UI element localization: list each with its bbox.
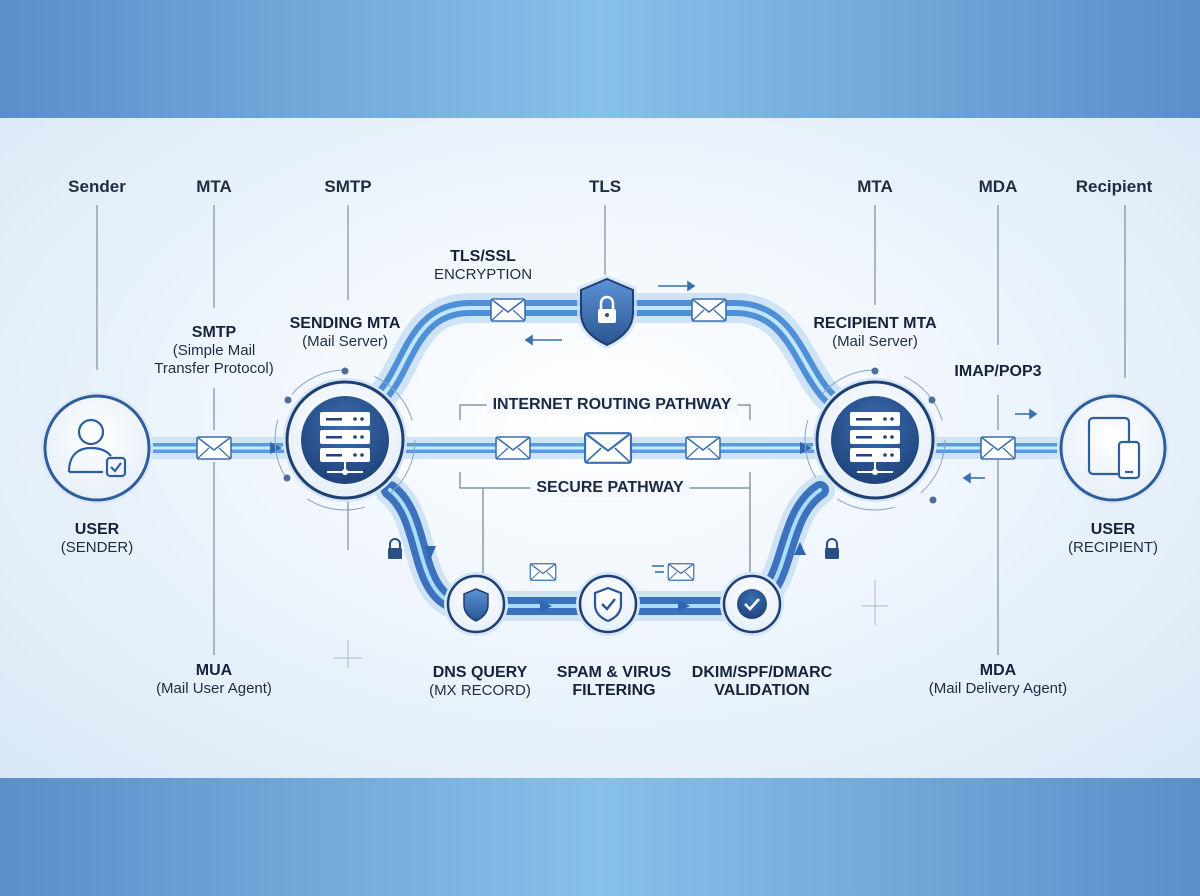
dkim-line2: VALIDATION xyxy=(714,682,810,700)
envelope-icon xyxy=(691,298,727,322)
shield-check-icon xyxy=(593,586,623,623)
tablet-phone-icon xyxy=(1087,416,1141,480)
smtp-title: SMTP xyxy=(191,324,237,341)
dns-query-title: DNS QUERY xyxy=(432,664,528,681)
user-sender-title: USER xyxy=(74,521,120,538)
envelope-icon xyxy=(685,436,721,460)
column-header-mta: MTA xyxy=(196,177,232,196)
sending-mta-label: SENDING MTA (Mail Server) xyxy=(290,315,401,351)
mua-label: MUA (Mail User Agent) xyxy=(156,662,272,698)
top-band xyxy=(0,0,1200,118)
bottom-band xyxy=(0,778,1200,896)
shield-lock-icon xyxy=(577,275,637,349)
smtp-description: SMTP (Simple Mail Transfer Protocol) xyxy=(154,324,273,377)
envelope-icon xyxy=(583,432,633,464)
mda-title: MDA xyxy=(979,662,1017,679)
recipient-mta-label: RECIPIENT MTA (Mail Server) xyxy=(813,315,936,351)
tls-ssl-subtitle: ENCRYPTION xyxy=(433,266,533,284)
spam-filter-node xyxy=(576,572,640,636)
column-header-mta: MTA xyxy=(857,177,893,196)
sending-mta-subtitle: (Mail Server) xyxy=(302,333,388,351)
recipient-mta-title: RECIPIENT MTA xyxy=(813,315,937,332)
user-icon xyxy=(67,418,127,478)
spam-filter-line1: SPAM & VIRUS xyxy=(556,664,672,681)
padlock-icon xyxy=(387,538,403,560)
dkim-validation-node xyxy=(720,572,784,636)
user-recipient-label: USER (RECIPIENT) xyxy=(1068,521,1158,557)
mda-label: MDA (Mail Delivery Agent) xyxy=(929,662,1067,698)
dkim-line1: DKIM/SPF/DMARC xyxy=(691,664,833,681)
envelope-icon xyxy=(980,436,1016,460)
sending-mta-node xyxy=(274,367,416,511)
recipient-mta-subtitle: (Mail Server) xyxy=(832,333,918,351)
sending-mta-title: SENDING MTA xyxy=(289,315,401,332)
tls-ssl-title: TLS/SSL xyxy=(450,248,516,265)
smtp-line1: (Simple Mail xyxy=(172,342,256,360)
mda-subtitle: (Mail Delivery Agent) xyxy=(928,680,1068,698)
column-header-mda: MDA xyxy=(978,177,1018,196)
column-header-recipient: Recipient xyxy=(1075,177,1153,196)
check-badge-icon xyxy=(737,589,767,619)
tls-ssl-label: TLS/SSL ENCRYPTION xyxy=(434,248,532,284)
internet-routing-label: INTERNET ROUTING PATHWAY xyxy=(486,396,738,415)
user-sender-node xyxy=(41,392,153,504)
envelope-icon xyxy=(490,298,526,322)
user-recipient-subtitle: (RECIPIENT) xyxy=(1068,539,1158,557)
user-recipient-title: USER xyxy=(1090,521,1136,538)
shield-icon xyxy=(463,588,489,622)
dns-query-label: DNS QUERY (MX RECORD) xyxy=(429,664,531,700)
server-icon xyxy=(850,412,900,475)
imap-pop3-label: IMAP/POP3 xyxy=(954,363,1042,380)
envelope-icon xyxy=(196,436,232,460)
envelope-icon xyxy=(495,436,531,460)
dns-query-subtitle: (MX RECORD) xyxy=(429,682,531,700)
recipient-mta-node xyxy=(804,367,946,511)
user-sender-subtitle: (SENDER) xyxy=(60,539,134,557)
padlock-icon xyxy=(824,538,840,560)
smtp-line2: Transfer Protocol) xyxy=(154,359,274,377)
column-header-smtp: SMTP xyxy=(324,177,372,196)
server-icon xyxy=(320,412,370,475)
mua-title: MUA xyxy=(195,662,233,679)
envelope-icon xyxy=(529,563,557,581)
user-recipient-node xyxy=(1057,392,1169,504)
envelope-icon xyxy=(667,563,695,581)
user-sender-label: USER (SENDER) xyxy=(61,521,134,557)
dkim-label: DKIM/SPF/DMARC VALIDATION xyxy=(692,664,832,701)
spam-filter-label: SPAM & VIRUS FILTERING xyxy=(557,664,671,701)
secure-pathway-label: SECURE PATHWAY xyxy=(530,479,690,498)
mua-subtitle: (Mail User Agent) xyxy=(156,680,272,698)
dns-query-node xyxy=(444,572,508,636)
spam-filter-line2: FILTERING xyxy=(572,682,656,700)
column-header-sender: Sender xyxy=(68,177,126,196)
column-header-tls: TLS xyxy=(588,177,622,196)
